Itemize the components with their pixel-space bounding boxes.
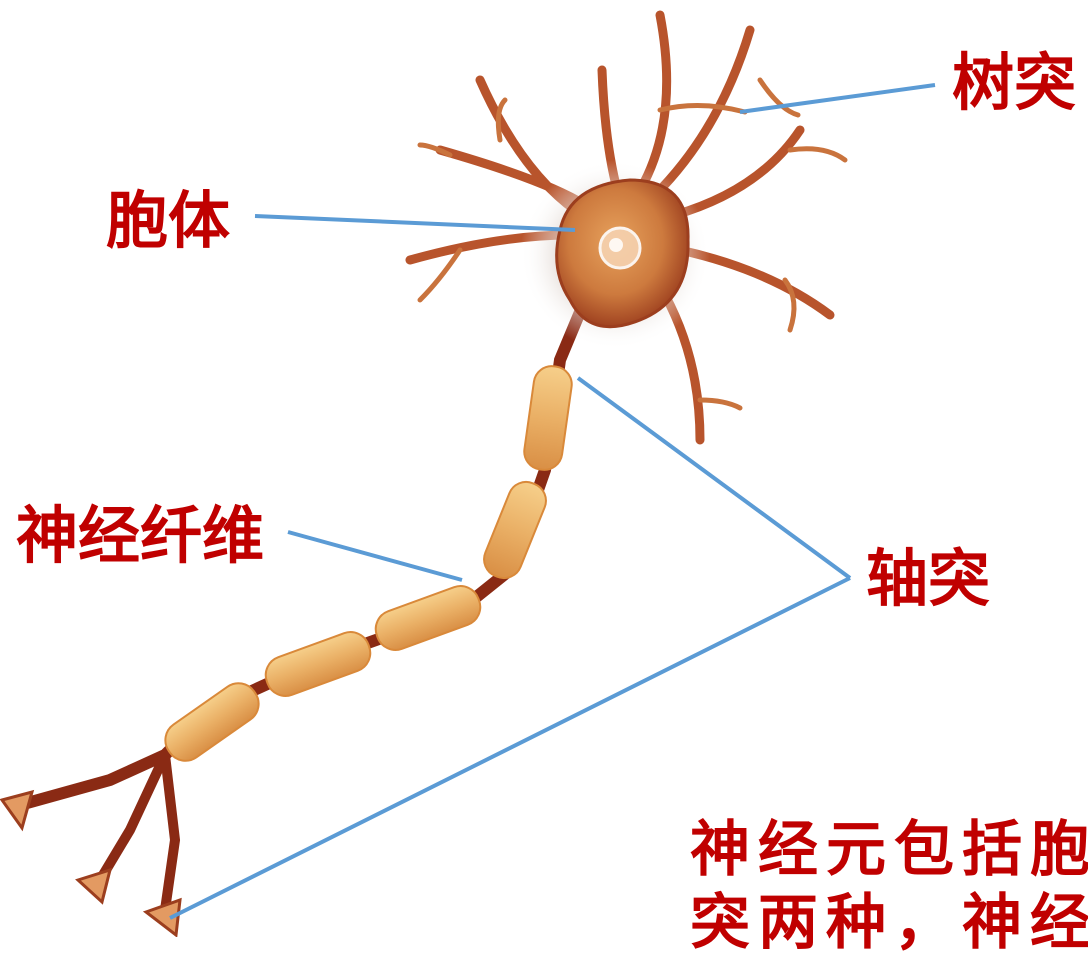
axon-terminal [2, 792, 32, 828]
myelin-segment [260, 627, 375, 702]
axon-core [20, 300, 585, 910]
soma-label: 胞体 [106, 190, 230, 252]
caption-line-1: 神经元包括胞 [690, 820, 1088, 880]
nerve-fiber-leader-line [288, 532, 462, 580]
neuron-diagram [0, 0, 1088, 937]
myelin-segment [522, 364, 574, 472]
nucleolus [609, 238, 623, 252]
axon-terminal [78, 870, 110, 902]
caption-line-2: 突两种，神经 [690, 893, 1088, 953]
axon-label: 轴突 [866, 548, 990, 610]
myelin-segment [479, 477, 552, 584]
dendrite-label: 树突 [952, 52, 1076, 114]
myelin-segment [370, 581, 485, 656]
nerve-fiber-label: 神经纤维 [16, 505, 264, 567]
axon-leader-line-upper [578, 378, 850, 578]
axon-terminals [2, 792, 180, 935]
myelin-segment [158, 676, 266, 768]
soma [520, 160, 710, 350]
